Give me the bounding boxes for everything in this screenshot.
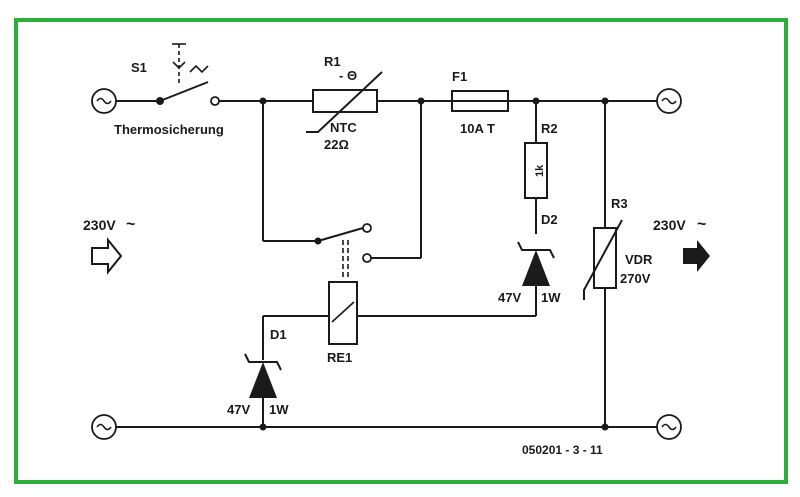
r2-label: R2 bbox=[541, 121, 558, 136]
vdr-value-label: 270V bbox=[620, 271, 651, 286]
ac-terminal-icon bbox=[656, 88, 682, 114]
ntc-label: NTC bbox=[330, 120, 357, 135]
input-voltage-label: 230V bbox=[83, 217, 116, 233]
r1-ntc bbox=[306, 71, 383, 133]
arrow-outline-icon bbox=[91, 237, 123, 275]
vdr-label: VDR bbox=[625, 252, 653, 267]
ac-terminal-icon bbox=[656, 414, 682, 440]
re1-relay bbox=[262, 281, 358, 360]
d1-zener bbox=[244, 353, 282, 431]
arrow-filled-icon bbox=[683, 240, 710, 272]
thermal-fuse-label: Thermosicherung bbox=[114, 122, 224, 137]
re1-label: RE1 bbox=[327, 350, 352, 365]
r1-label: R1 bbox=[324, 54, 341, 69]
f1-fuse bbox=[451, 90, 509, 112]
s1-thermal-switch bbox=[156, 43, 220, 106]
d2-power-label: 1W bbox=[541, 290, 561, 305]
d1-power-label: 1W bbox=[269, 402, 289, 417]
figure-id-label: 050201 - 3 - 11 bbox=[522, 443, 603, 457]
ac-terminal-icon bbox=[91, 414, 117, 440]
ntc-value-label: 22Ω bbox=[324, 137, 349, 152]
r3-label: R3 bbox=[611, 196, 628, 211]
f1-label: F1 bbox=[452, 69, 467, 84]
ac-terminal-icon bbox=[91, 88, 117, 114]
f1-value-label: 10A T bbox=[460, 121, 495, 136]
diagram-frame bbox=[14, 18, 788, 484]
output-voltage-label: 230V bbox=[653, 217, 686, 233]
r1-temp-label: - Θ bbox=[339, 68, 357, 83]
r2-value-label: 1k bbox=[534, 164, 546, 177]
r2-branch bbox=[357, 97, 555, 317]
d2-label: D2 bbox=[541, 212, 558, 227]
d1-voltage-label: 47V bbox=[227, 402, 250, 417]
r3-vdr bbox=[583, 97, 623, 431]
s1-label: S1 bbox=[131, 60, 147, 75]
d1-label: D1 bbox=[270, 327, 287, 342]
bypass-path bbox=[259, 97, 425, 280]
d2-voltage-label: 47V bbox=[498, 290, 521, 305]
input-tilde-label: ~ bbox=[126, 216, 135, 233]
output-tilde-label: ~ bbox=[697, 216, 706, 233]
